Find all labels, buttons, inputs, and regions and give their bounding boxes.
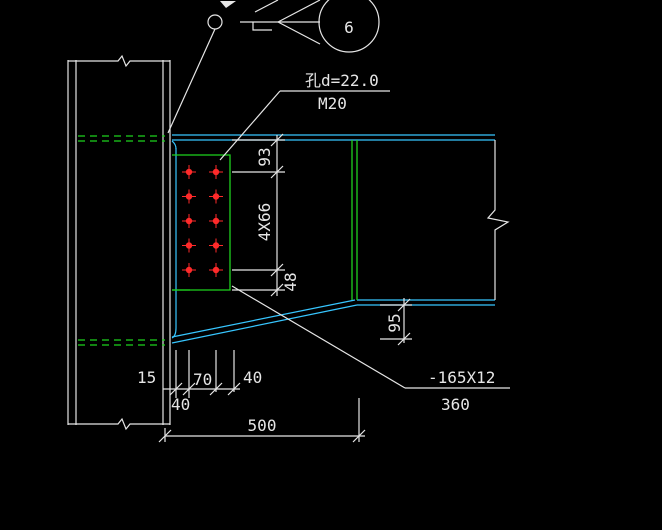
bolt-pitch-dimensions: 93 4X66 48 [232, 133, 300, 297]
horizontal-dimensions: 15 70 40 40 500 [137, 350, 366, 443]
bolt-icon [182, 165, 196, 179]
dim-haunch-depth: 95 [385, 313, 404, 332]
bolt-icon [209, 165, 223, 179]
detail-number: 6 [344, 18, 354, 37]
flag-icon [220, 1, 236, 8]
bolt-size-label: M20 [318, 94, 347, 113]
detail-callout: 6 [167, 0, 380, 134]
bolt-group [182, 165, 223, 277]
bolt-icon [182, 263, 196, 277]
column-stiffeners [78, 135, 165, 346]
connection-plate [172, 154, 231, 291]
dim-bottom-edge: 48 [281, 272, 300, 291]
bolt-icon [209, 238, 223, 253]
dim-bolt-gauge: 70 [193, 370, 212, 389]
dim-gap: 15 [137, 368, 156, 387]
bolt-icon [182, 189, 196, 204]
dim-top-edge: 93 [255, 147, 274, 166]
dim-edge-left: 40 [171, 395, 190, 414]
bolt-icon [182, 214, 196, 228]
haunch-depth-dimension: 95 [380, 298, 412, 346]
bolt-icon [182, 238, 196, 253]
bolt-callout: 孔d=22.0 M20 [219, 71, 390, 161]
bolt-icon [209, 214, 223, 228]
dim-edge-right: 40 [243, 368, 262, 387]
beam-break-line [486, 140, 510, 300]
plate-length-label: 360 [441, 395, 470, 414]
beam [171, 134, 510, 344]
detail-number-circle [318, 0, 380, 53]
break-line-bottom [68, 417, 170, 431]
hole-diameter-label: 孔d=22.0 [305, 71, 379, 90]
dim-haunch-length: 500 [248, 416, 277, 435]
column [67, 54, 171, 431]
bolt-icon [209, 263, 223, 277]
plate-section-label: -165X12 [428, 368, 495, 387]
bolt-icon [209, 189, 223, 204]
break-line-top [68, 54, 170, 68]
dim-pitch: 4X66 [255, 203, 274, 242]
plate-callout: -165X12 360 [231, 285, 510, 414]
weld-symbol [207, 14, 223, 30]
